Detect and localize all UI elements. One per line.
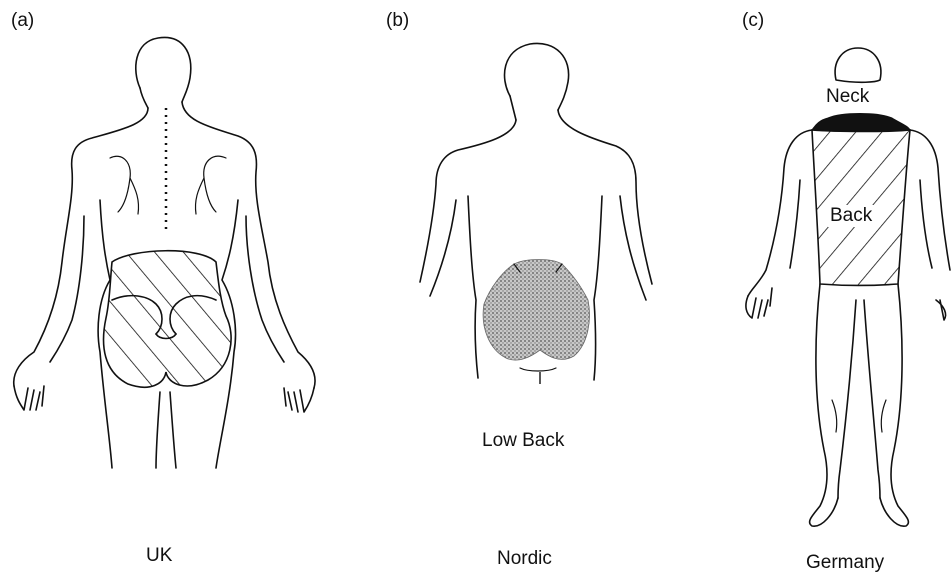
panel-c-label: (c): [742, 10, 764, 32]
panel-b-label: (b): [386, 10, 409, 32]
back-label: Back: [828, 205, 874, 227]
neck-label: Neck: [826, 86, 869, 108]
low-back-label: Low Back: [482, 430, 564, 452]
caption-uk: UK: [146, 545, 172, 567]
uk-low-back-region: [104, 251, 232, 387]
nordic-low-back-region: [483, 260, 589, 361]
figure-nordic-back-view: [420, 43, 652, 384]
germany-neck-region: [812, 114, 910, 132]
caption-germany: Germany: [806, 552, 884, 574]
figure-germany-back-view: [746, 48, 950, 526]
panel-a-label: (a): [11, 10, 34, 32]
caption-nordic: Nordic: [497, 548, 552, 570]
figure-uk-back-view: [14, 37, 315, 468]
